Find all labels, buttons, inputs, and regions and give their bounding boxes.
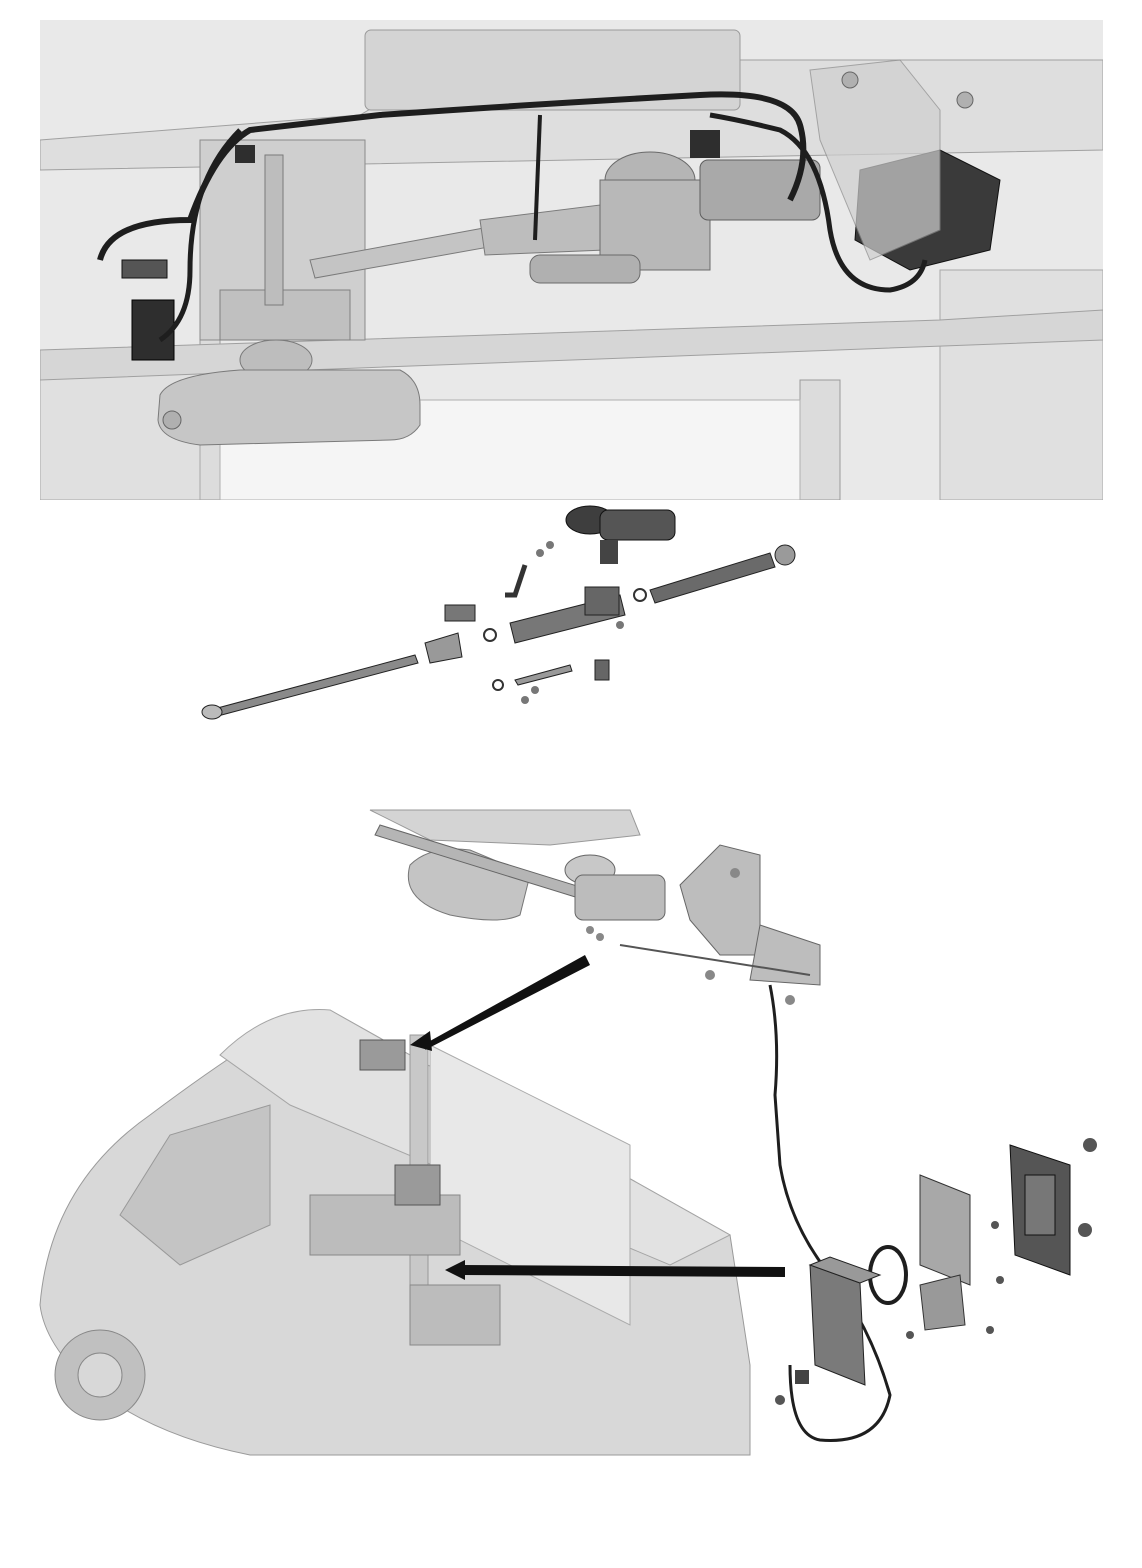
wiring-harness-main [97, 91, 807, 261]
drive-assembly-detail [369, 809, 821, 1005]
door-arm [157, 369, 421, 446]
gearbox-housing-part [584, 586, 620, 616]
bolt [785, 995, 795, 1005]
mounting-plate-bracket [919, 1174, 971, 1286]
bolt [841, 71, 859, 89]
control-unit-box [809, 1264, 866, 1386]
bolt [1083, 1138, 1097, 1152]
screw [596, 933, 604, 941]
pivot-shaft [264, 154, 284, 306]
wiring-harness-right-loop [709, 112, 928, 293]
harness-clip-left [235, 145, 255, 163]
bolt [705, 970, 715, 980]
mounting-arm [505, 564, 528, 598]
top-plate [364, 29, 741, 111]
callout-arrow-control-unit [460, 1265, 785, 1277]
control-unit-bracket [809, 59, 941, 261]
outer-tube [649, 552, 776, 604]
screw [616, 621, 624, 629]
sensor-plug [121, 259, 168, 279]
bolt [956, 91, 974, 109]
screw [906, 1331, 914, 1339]
installed-drive-view [40, 20, 1103, 500]
cab-area [119, 1104, 271, 1266]
seat-row [409, 1284, 501, 1346]
mounting-bracket [679, 844, 761, 956]
washer [483, 628, 497, 642]
frame-right-panel [939, 269, 1103, 500]
control-unit-assembly [775, 1138, 1097, 1405]
callout-arrow-drive [425, 955, 590, 1050]
bolt [162, 410, 182, 430]
pivot-block [219, 289, 351, 341]
motor-connector [600, 540, 618, 564]
screw [586, 926, 594, 934]
minibus-cutaway [39, 1009, 751, 1456]
harness-clip [690, 130, 720, 158]
installed-drive-illustration [40, 20, 1103, 500]
screw [531, 686, 539, 694]
vehicle-location-view [30, 805, 1120, 1465]
spring-damper [529, 254, 641, 284]
callout-arrowhead-control-unit [445, 1260, 465, 1280]
bolt [1078, 1223, 1092, 1237]
washer [633, 588, 647, 602]
screw [546, 541, 554, 549]
washer [492, 679, 504, 691]
exploded-parts-view [190, 495, 820, 735]
cover-plate-window [1024, 1174, 1056, 1236]
guide-rail [619, 944, 811, 976]
screw [991, 1221, 999, 1229]
tube-eye [774, 544, 796, 566]
cable-connector [795, 1370, 809, 1384]
cone-bushing [424, 632, 463, 664]
control-unit-location-marker [394, 1164, 441, 1206]
bolt [730, 868, 740, 878]
screw [986, 1326, 994, 1334]
motor-detail [574, 874, 666, 921]
frame-section [369, 809, 641, 846]
small-bracket [919, 1274, 966, 1331]
motor-body [599, 509, 676, 541]
pin [514, 664, 573, 686]
screw [775, 1395, 785, 1405]
control-cable [768, 984, 892, 1442]
callout-arrowhead-drive [410, 1031, 432, 1051]
control-unit-top [808, 1256, 882, 1284]
wiring-harness-left-drop [158, 128, 242, 343]
screw [996, 1276, 1004, 1284]
exploded-parts-illustration [201, 505, 796, 720]
left-connector [131, 299, 175, 361]
nut-sleeve [444, 604, 476, 622]
wiring-harness-drop [533, 114, 542, 241]
bracket-foot [749, 924, 821, 986]
long-rod [209, 654, 419, 718]
frame-right-post [799, 379, 841, 500]
screw [521, 696, 529, 704]
clip-bracket [594, 659, 610, 681]
screw [536, 549, 544, 557]
rod-eye [201, 704, 223, 720]
vehicle-location-illustration [39, 809, 1097, 1456]
drive-location-marker [359, 1039, 406, 1071]
wheel-hub [77, 1352, 123, 1398]
